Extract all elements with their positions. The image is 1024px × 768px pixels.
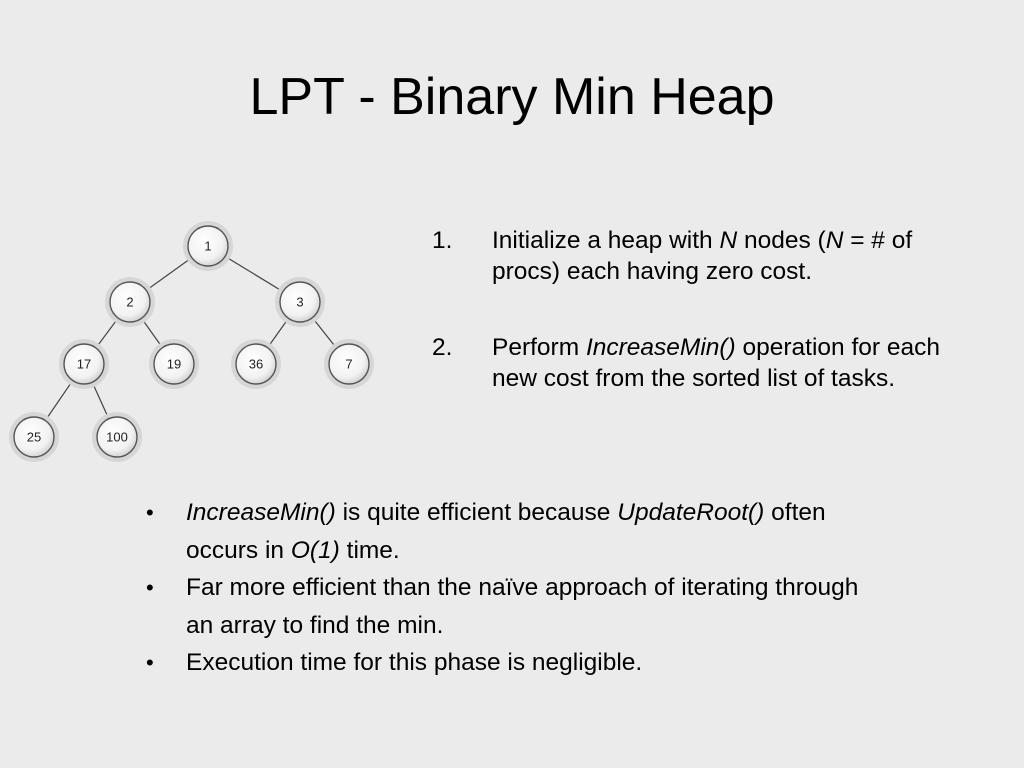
heap-node: 36	[231, 339, 281, 389]
heap-node: 2	[105, 277, 155, 327]
heap-node-circle	[63, 343, 105, 385]
step-text: Perform IncreaseMin() operation for each…	[492, 332, 962, 394]
bullet-symbol: •	[146, 575, 154, 600]
text-run: Execution time for this phase is negligi…	[186, 649, 643, 676]
step-number: 2.	[432, 334, 453, 361]
text-run: Perform	[492, 334, 586, 361]
text-run: time.	[339, 536, 400, 564]
heap-node-label: 2	[126, 295, 133, 310]
step-item-2: 2. Perform IncreaseMin() operation for e…	[432, 332, 992, 394]
step-number: 1.	[432, 227, 453, 254]
heap-node-circle	[153, 343, 195, 385]
heap-node-circle	[13, 416, 55, 458]
text-run: Initialize a heap with	[492, 227, 720, 254]
italic-term: IncreaseMin()	[186, 499, 336, 526]
bullet-text: Far more efficient than the naïve approa…	[186, 569, 886, 644]
heap-node: 1	[183, 221, 233, 271]
heap-node-circle	[279, 281, 321, 323]
heap-node: 17	[59, 339, 109, 389]
heap-node-label: 100	[106, 430, 128, 445]
text-run: operation for each new cost from the sor…	[492, 334, 941, 392]
heap-node-label: 19	[167, 357, 181, 372]
text-run: Far more efficient than the naïve approa…	[186, 574, 859, 639]
heap-node: 3	[275, 277, 325, 327]
bullet-item-3: • Execution time for this phase is negli…	[146, 644, 906, 682]
text-run: is quite efficient because	[335, 499, 618, 526]
slide-title: LPT - Binary Min Heap	[249, 68, 775, 126]
heap-node-label: 36	[249, 357, 263, 372]
heap-node-circle	[187, 225, 229, 267]
heap-node: 25	[9, 412, 59, 462]
heap-node-circle	[328, 343, 370, 385]
heap-node-circle	[109, 281, 151, 323]
heap-node-label: 1	[204, 239, 211, 254]
step-item-1: 1. Initialize a heap with N nodes (N = #…	[432, 225, 992, 287]
italic-term: N	[719, 227, 738, 254]
heap-node-label: 7	[345, 357, 352, 372]
bullet-text: Execution time for this phase is negligi…	[186, 644, 886, 682]
text-run: = # of procs) each having zero cost.	[492, 227, 913, 285]
bullet-text: IncreaseMin() is quite efficient because…	[186, 494, 886, 569]
heap-node-circle	[235, 343, 277, 385]
italic-term: UpdateRoot()	[617, 499, 765, 526]
bullet-symbol: •	[146, 500, 154, 525]
step-text: Initialize a heap with N nodes (N = # of…	[492, 225, 962, 287]
bullet-symbol: •	[146, 650, 154, 675]
heap-node-label: 17	[77, 357, 91, 372]
italic-term: N	[825, 227, 844, 254]
bullet-list: • IncreaseMin() is quite efficient becau…	[146, 494, 906, 682]
bullet-item-1: • IncreaseMin() is quite efficient becau…	[146, 494, 906, 569]
steps-list: 1. Initialize a heap with N nodes (N = #…	[432, 225, 992, 439]
italic-term: IncreaseMin()	[585, 334, 736, 361]
text-run: nodes (	[737, 227, 826, 254]
text-run: often occurs in	[186, 499, 826, 564]
heap-node-label: 3	[296, 295, 303, 310]
heap-node: 19	[149, 339, 199, 389]
heap-diagram: 1 2 3 17 19 36 7 25 100	[9, 221, 374, 462]
heap-node-circle	[96, 416, 138, 458]
heap-node: 7	[324, 339, 374, 389]
bullet-item-2: • Far more efficient than the naïve appr…	[146, 569, 906, 644]
heap-node-label: 25	[27, 430, 41, 445]
heap-node: 100	[92, 412, 142, 462]
italic-term: O(1)	[290, 536, 340, 564]
